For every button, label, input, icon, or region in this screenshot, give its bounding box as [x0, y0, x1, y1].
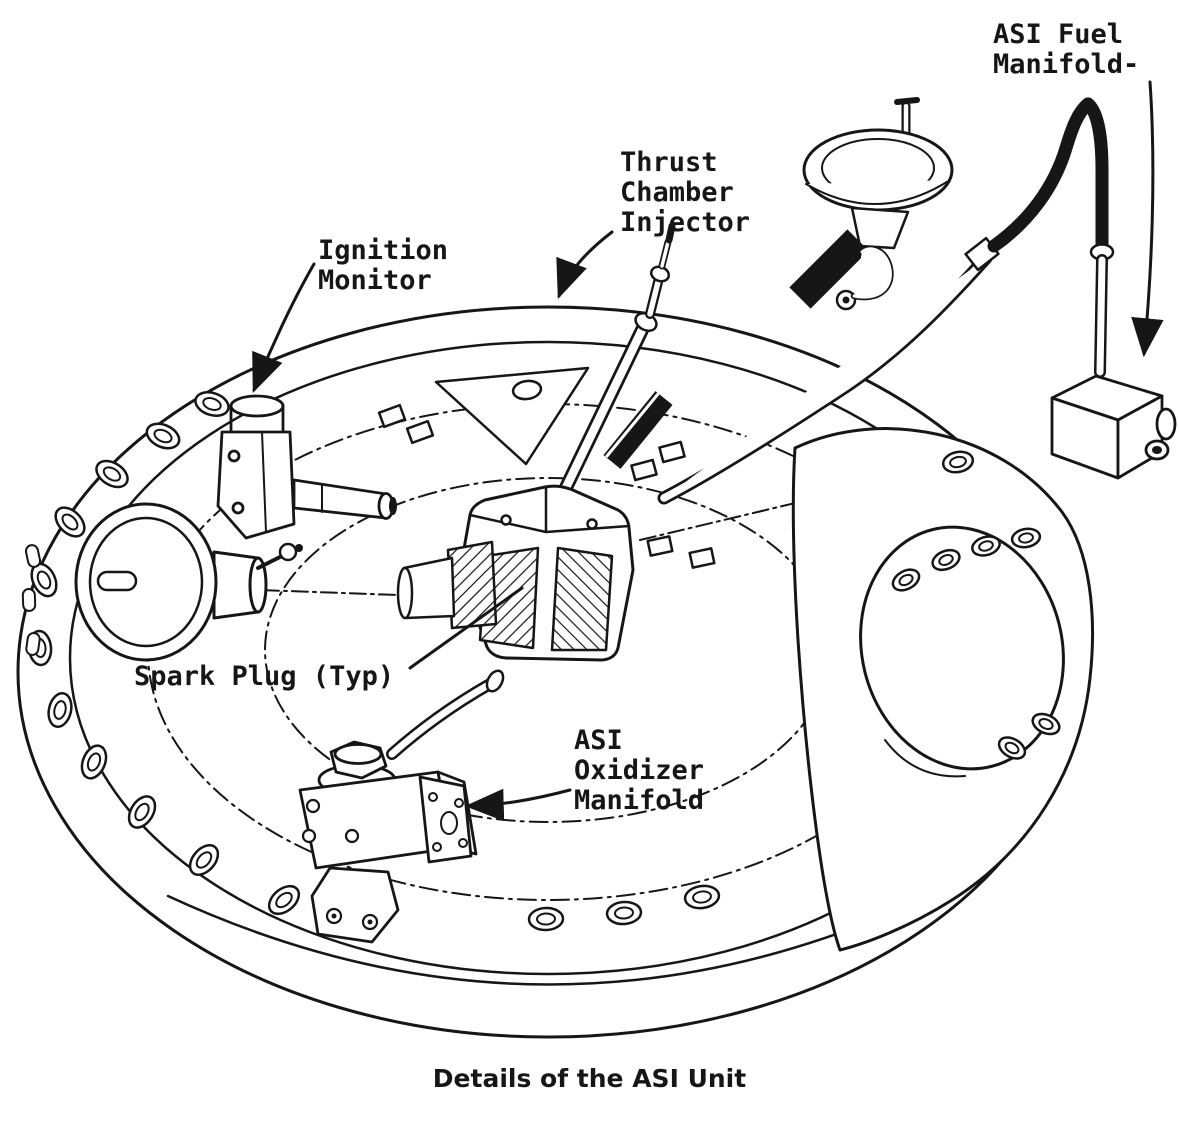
ignition-monitor-drawing [216, 394, 397, 540]
leader-asi-oxidizer-manifold [464, 788, 572, 822]
asi-oxidizer-manifold-drawing [298, 669, 505, 944]
leader-spark-plug [408, 586, 524, 670]
dome-housing-drawing [791, 427, 1095, 952]
label-asi-fuel-manifold: ASI Fuel Manifold- [993, 19, 1140, 80]
figure-caption: Details of the ASI Unit [432, 1064, 747, 1093]
fuel-valve-assembly-drawing [789, 97, 954, 311]
asi-center-assembly-drawing [396, 97, 1115, 662]
leader-ignition-monitor [252, 262, 316, 394]
callout-leaders [252, 80, 1164, 822]
leader-asi-fuel-manifold [1131, 80, 1164, 358]
label-thrust-chamber-injector: Thrust Chamber Injector [620, 147, 751, 238]
asi-fuel-manifold-drawing [1050, 374, 1177, 480]
injector-face-details [377, 366, 716, 569]
leader-thrust-chamber-injector [556, 230, 614, 300]
label-asi-oxidizer-manifold: ASI Oxidizer Manifold [574, 725, 705, 816]
spark-plug-cap-drawing [74, 502, 303, 662]
flange-bolt-holes [21, 391, 721, 932]
label-ignition-monitor: Ignition Monitor [318, 235, 449, 296]
label-spark-plug: Spark Plug (Typ) [134, 661, 395, 692]
